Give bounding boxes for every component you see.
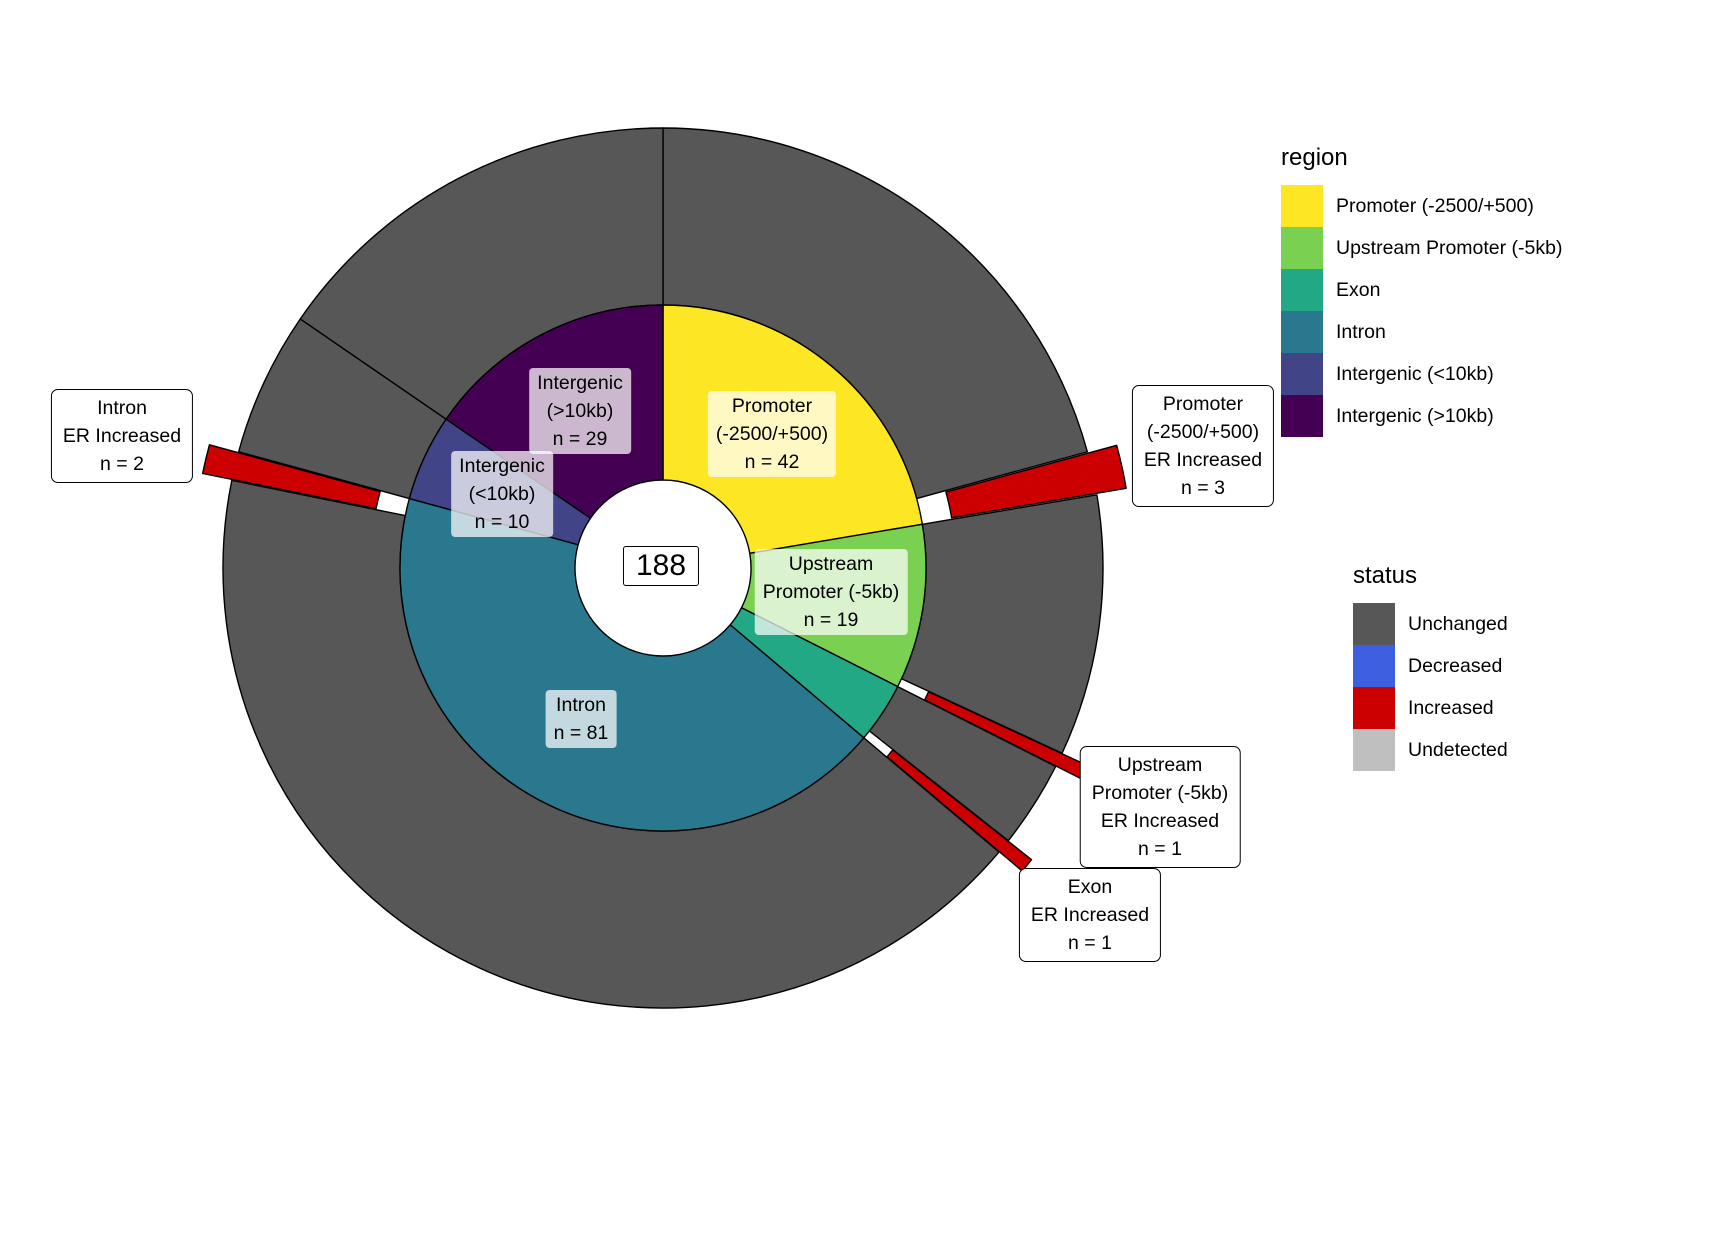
label-line: Intron	[97, 397, 147, 419]
label-line: Intergenic	[459, 455, 545, 477]
legend-status-title: status	[1353, 562, 1418, 589]
center-total-value: 188	[635, 549, 687, 582]
label-line: Promoter	[731, 395, 813, 417]
label-line: n = 29	[552, 428, 608, 450]
legend-item-unchanged: Unchanged	[1353, 603, 1508, 645]
label-line: n = 1	[1138, 838, 1182, 860]
label-line: Intron	[556, 694, 606, 716]
legend-label-promoter-2500-500: Promoter (-2500/+500)	[1336, 194, 1534, 217]
label-line: n = 10	[474, 511, 530, 533]
legend-region: region Promoter (-2500/+500) Upstream Pro…	[1281, 146, 1562, 437]
segment-label-intergenic-gt10: Intergenic (>10kb) n = 29	[529, 368, 631, 454]
label-line: n = 1	[1068, 932, 1112, 954]
legend-swatch-increased	[1353, 687, 1395, 729]
label-line: ER Increased	[1030, 904, 1150, 926]
legend-swatch-exon	[1281, 269, 1323, 311]
legend-item-upstream-promoter-5kb: Upstream Promoter (-5kb)	[1281, 227, 1562, 269]
legend-swatch-unchanged	[1353, 603, 1395, 645]
legend-swatch-promoter-2500-500	[1281, 185, 1323, 227]
legend-item-intergenic-10kb: Intergenic (<10kb)	[1281, 353, 1562, 395]
legend-region-items: Promoter (-2500/+500) Upstream Promoter (…	[1281, 185, 1562, 437]
segment-label-intergenic-lt10: Intergenic (<10kb) n = 10	[451, 451, 553, 537]
label-line: n = 2	[100, 453, 144, 475]
segment-label-intron: Intron n = 81	[545, 690, 617, 748]
label-line: ER Increased	[1100, 810, 1220, 832]
legend-label-upstream-promoter-5kb: Upstream Promoter (-5kb)	[1336, 236, 1563, 259]
legend-swatch-intergenic-10kb	[1281, 395, 1323, 437]
label-line: (>10kb)	[546, 400, 614, 422]
label-line: Promoter (-5kb)	[762, 581, 900, 603]
label-line: n = 42	[744, 451, 800, 473]
legend-label-decreased: Decreased	[1408, 654, 1503, 677]
label-line: (<10kb)	[468, 483, 536, 505]
legend-swatch-intron	[1281, 311, 1323, 353]
legend-label-unchanged: Unchanged	[1408, 612, 1508, 635]
callout-callout-promoter: Promoter (-2500/+500) ER Increased n = 3	[1131, 385, 1275, 507]
legend-item-increased: Increased	[1353, 687, 1508, 729]
label-line: Exon	[1067, 876, 1113, 898]
label-line: n = 81	[553, 722, 609, 744]
legend-label-exon: Exon	[1336, 278, 1381, 301]
segment-label-promoter: Promoter (-2500/+500) n = 42	[707, 391, 837, 477]
label-line: Upstream	[788, 553, 874, 575]
label-line: Promoter	[1162, 393, 1244, 415]
legend-item-intergenic-10kb: Intergenic (>10kb)	[1281, 395, 1562, 437]
label-line: (-2500/+500)	[715, 423, 829, 445]
legend-swatch-undetected	[1353, 729, 1395, 771]
callout-callout-exon: Exon ER Increased n = 1	[1018, 868, 1162, 962]
legend-label-intergenic-10kb: Intergenic (>10kb)	[1336, 404, 1494, 427]
label-line: Upstream	[1117, 754, 1203, 776]
label-line: Promoter (-5kb)	[1091, 782, 1229, 804]
legend-swatch-intergenic-10kb	[1281, 353, 1323, 395]
label-line: n = 3	[1181, 477, 1225, 499]
label-line: ER Increased	[62, 425, 182, 447]
center-total-box: 188	[622, 546, 700, 586]
legend-label-undetected: Undetected	[1408, 738, 1508, 761]
legend-label-increased: Increased	[1408, 696, 1494, 719]
label-line: n = 19	[803, 609, 859, 631]
legend-label-intron: Intron	[1336, 320, 1386, 343]
status-wedge-increased-promoter-2500-500	[945, 444, 1127, 519]
label-line: (-2500/+500)	[1146, 421, 1260, 443]
legend-swatch-decreased	[1353, 645, 1395, 687]
status-wedge-increased-exon	[886, 749, 1033, 872]
legend-item-decreased: Decreased	[1353, 645, 1508, 687]
legend-label-intergenic-10kb: Intergenic (<10kb)	[1336, 362, 1494, 385]
status-wedge-increased-intron	[201, 444, 381, 510]
legend-item-exon: Exon	[1281, 269, 1562, 311]
legend-item-promoter-2500-500: Promoter (-2500/+500)	[1281, 185, 1562, 227]
legend-swatch-upstream-promoter-5kb	[1281, 227, 1323, 269]
region-sector-intron	[399, 497, 865, 832]
label-line: Intergenic	[537, 372, 623, 394]
callout-callout-intron: Intron ER Increased n = 2	[50, 389, 194, 483]
legend-region-title: region	[1281, 144, 1348, 171]
legend-item-intron: Intron	[1281, 311, 1562, 353]
label-line: ER Increased	[1143, 449, 1263, 471]
legend-item-undetected: Undetected	[1353, 729, 1508, 771]
